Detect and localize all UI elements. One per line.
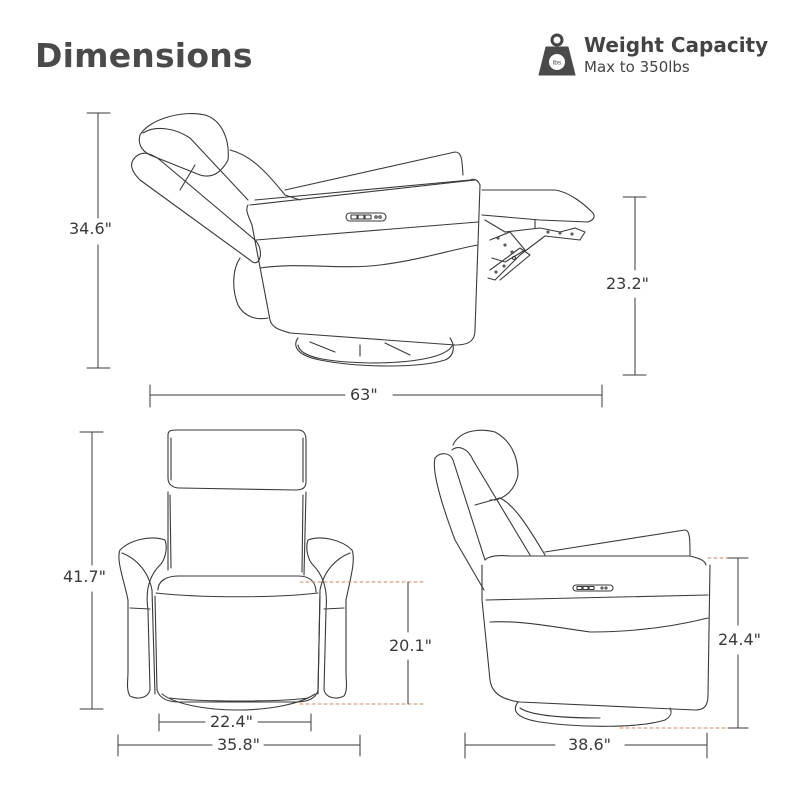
dim-line-35-8: [117, 734, 361, 757]
page-title: Dimensions: [35, 36, 253, 75]
dim-line-63: [149, 384, 603, 408]
reclined-chair-drawing: [131, 112, 595, 367]
dim-line-22-4: [158, 713, 312, 732]
dim-line-23-2: [622, 196, 647, 376]
label-footrest-height: 23.2": [603, 275, 652, 293]
label-extended-length: 63": [347, 386, 381, 404]
label-arm-height: 24.4": [715, 631, 764, 649]
guide-arm-height: [619, 557, 743, 729]
weight-capacity-badge: lbs Weight Capacity Max to 350lbs: [538, 33, 768, 77]
label-seat-height: 20.1": [386, 637, 435, 655]
weight-capacity-value: Max to 350lbs: [584, 58, 690, 76]
front-chair-drawing: [118, 429, 354, 711]
weight-capacity-title: Weight Capacity: [584, 33, 769, 57]
svg-text:lbs: lbs: [553, 60, 562, 67]
guide-seat-height: [299, 581, 424, 705]
label-front-height: 41.7": [60, 568, 109, 586]
label-seat-width: 22.4": [207, 713, 256, 731]
upright-chair-drawing: [433, 429, 711, 727]
label-overall-width: 35.8": [214, 736, 263, 754]
dim-line-34-6: [86, 112, 111, 369]
dim-line-24-4: [727, 557, 749, 729]
label-reclined-height: 34.6": [66, 220, 115, 238]
dim-line-38-6: [464, 732, 708, 759]
label-depth: 38.6": [565, 736, 614, 754]
dim-line-41-7: [79, 431, 104, 710]
weight-icon: lbs: [538, 33, 576, 76]
